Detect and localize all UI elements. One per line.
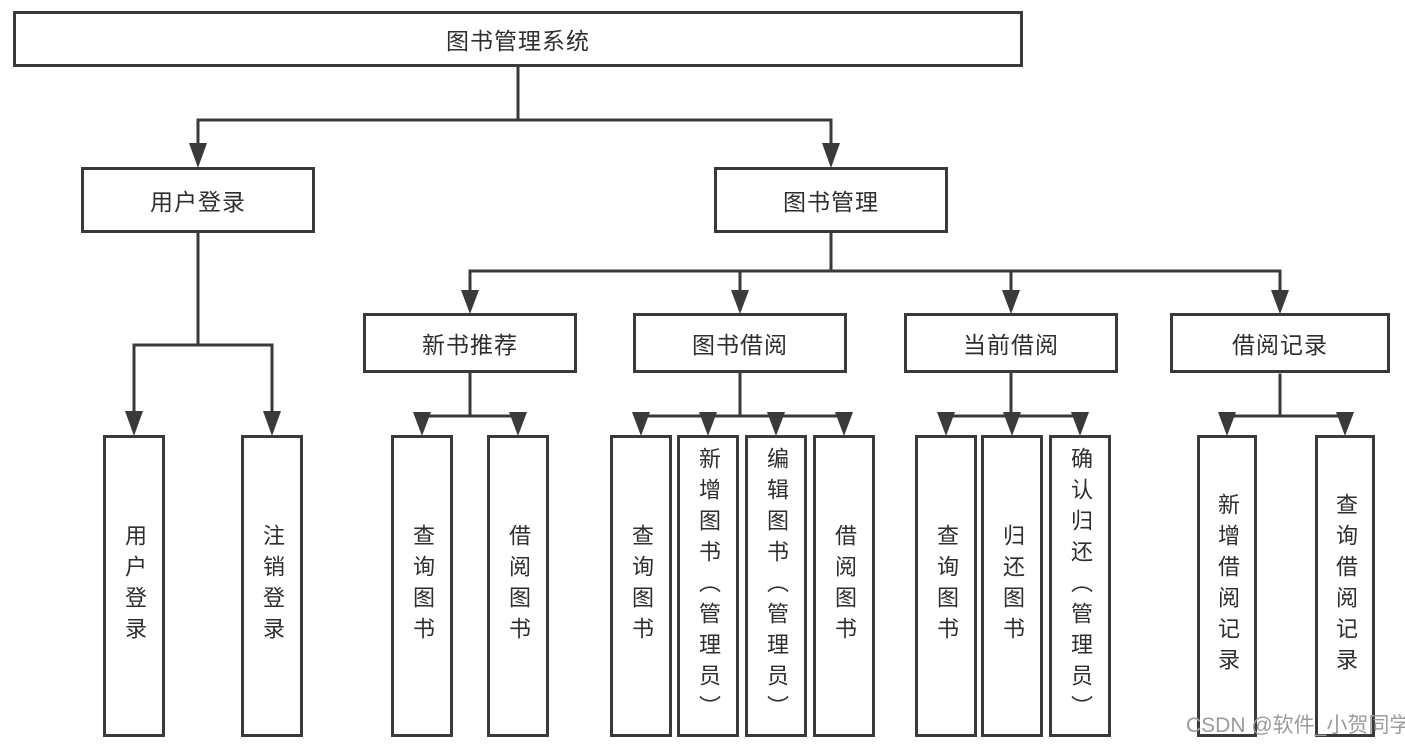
leaf-label: 借阅图书 (832, 524, 857, 648)
leaf-borrow-books-1: 借阅图书 (487, 435, 549, 737)
leaf-label: 注销登录 (260, 524, 285, 648)
leaf-label: 新增借阅记录 (1215, 493, 1240, 679)
leaf-label: 确认归还（管理员） (1068, 446, 1093, 726)
leaf-label: 借阅图书 (506, 524, 531, 648)
leaf-label: 查询图书 (934, 524, 959, 648)
leaf-user-login: 用户登录 (103, 435, 165, 737)
node-current-borrowing: 当前借阅 (904, 313, 1118, 373)
node-label: 新书推荐 (422, 332, 518, 358)
node-label: 当前借阅 (963, 332, 1059, 358)
node-new-book-recommendation: 新书推荐 (363, 313, 577, 373)
leaf-borrow-books-2: 借阅图书 (813, 435, 875, 737)
node-borrowing-records: 借阅记录 (1170, 313, 1390, 373)
leaf-label: 查询借阅记录 (1333, 493, 1358, 679)
leaf-return-book: 归还图书 (981, 435, 1043, 737)
leaf-label: 用户登录 (122, 524, 147, 648)
leaf-query-books-2: 查询图书 (610, 435, 672, 737)
leaf-add-book-admin: 新增图书（管理员） (677, 435, 739, 737)
node-label: 图书管理 (783, 189, 879, 215)
node-book-borrowing: 图书借阅 (633, 313, 847, 373)
leaf-edit-book-admin: 编辑图书（管理员） (745, 435, 807, 737)
node-book-management-system: 图书管理系统 (13, 11, 1023, 67)
leaf-label: 新增图书（管理员） (696, 446, 721, 726)
node-user-login: 用户登录 (81, 167, 315, 233)
leaf-add-borrow-record: 新增借阅记录 (1197, 435, 1257, 737)
leaf-query-books-1: 查询图书 (391, 435, 453, 737)
node-label: 用户登录 (150, 189, 246, 215)
leaf-query-borrow-record: 查询借阅记录 (1315, 435, 1375, 737)
leaf-confirm-return-admin: 确认归还（管理员） (1049, 435, 1111, 737)
node-label: 图书借阅 (692, 332, 788, 358)
leaf-logout: 注销登录 (241, 435, 303, 737)
csdn-watermark: CSDN @软件_小贺同学 (1186, 714, 1405, 737)
node-book-management: 图书管理 (714, 167, 948, 233)
leaf-label: 编辑图书（管理员） (764, 446, 789, 726)
leaf-label: 查询图书 (629, 524, 654, 648)
node-label: 图书管理系统 (446, 28, 590, 54)
leaf-query-books-3: 查询图书 (915, 435, 977, 737)
leaf-label: 归还图书 (1000, 524, 1025, 648)
node-label: 借阅记录 (1232, 332, 1328, 358)
leaf-label: 查询图书 (410, 524, 435, 648)
